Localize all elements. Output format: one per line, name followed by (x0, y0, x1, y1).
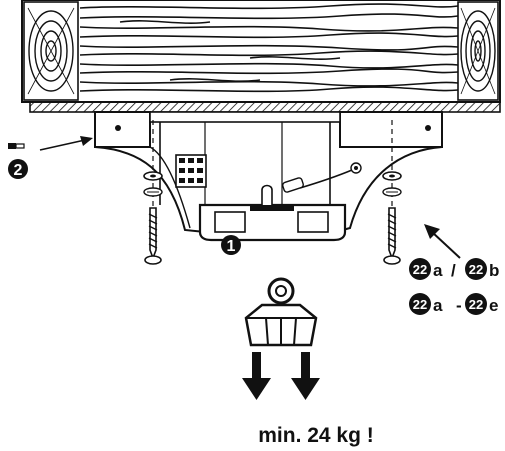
callout-1: 1 (221, 235, 241, 255)
down-arrow-icon (291, 352, 320, 400)
terminal-block (175, 154, 207, 188)
left-fixing-set (143, 171, 163, 265)
minimum-weight-label: min. 24 kg ! (258, 424, 374, 447)
callout-2-number: 2 (14, 162, 23, 179)
label-22a: a (433, 261, 443, 280)
small-screw-2 (8, 136, 93, 151)
callout-22-number: 22 (413, 297, 427, 312)
weight-icon (244, 277, 318, 347)
cable-connector (282, 162, 362, 193)
label-22b: b (489, 261, 499, 280)
right-fixing-set (382, 171, 402, 265)
end-grain-left (23, 1, 79, 101)
callout-2: 2 (8, 159, 28, 179)
screw-pointer-arrow (424, 224, 461, 259)
part-label-22a-22b: 22 a / 22 b (409, 258, 499, 280)
label-separator-slash: / (451, 261, 456, 280)
label-separator-dash: - (456, 296, 462, 315)
screw-left (144, 207, 162, 265)
wood-grain (79, 3, 459, 93)
down-arrow-icon (242, 352, 271, 400)
ceiling-plate (29, 101, 501, 113)
wood-beam (21, 0, 501, 103)
callout-1-number: 1 (227, 238, 236, 255)
callout-22-number: 22 (469, 262, 483, 277)
label-22a: a (433, 296, 443, 315)
callout-22-number: 22 (469, 297, 483, 312)
callout-22-number: 22 (413, 262, 427, 277)
screw-right (383, 207, 401, 265)
part-label-22a-22e: 22 a - 22 e (409, 293, 498, 315)
end-grain-right (457, 1, 499, 101)
label-22e: e (489, 296, 498, 315)
